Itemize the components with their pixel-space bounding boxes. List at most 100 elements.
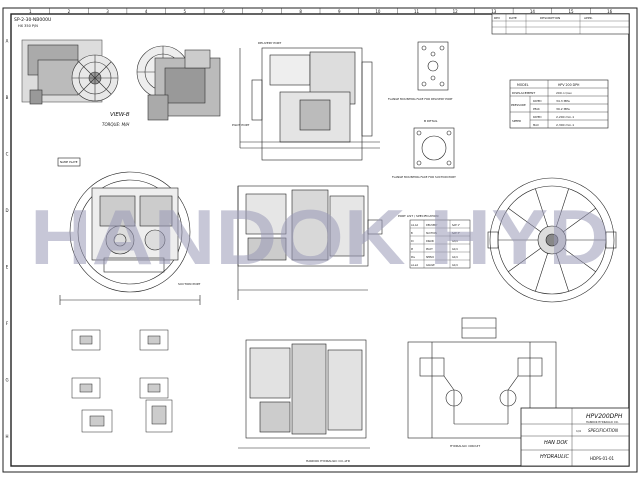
port-cell: SERVO xyxy=(426,256,434,259)
flange-delivery-label: FLANGE MOUNTING FACE FOR DELIVERY PORT xyxy=(388,97,453,101)
spec-table: MODEL HPV 200 DPH DISPLACEMENT 200 cc/re… xyxy=(509,79,609,129)
port-cell: DRAIN xyxy=(426,240,434,243)
isometric-view-right xyxy=(136,45,221,121)
pulley-spoke xyxy=(563,247,596,272)
spec-head-model: MODEL xyxy=(517,83,529,87)
column-number: 7 xyxy=(261,9,264,14)
spec-cell: PEAK xyxy=(533,107,540,111)
row-letter: E xyxy=(6,264,9,269)
view-label: VIEW-B xyxy=(110,112,130,118)
row-letters: A B C D E F G H xyxy=(5,38,8,439)
pulley-spoke xyxy=(563,208,596,233)
column-number: 13 xyxy=(491,9,497,14)
column-number: 3 xyxy=(106,9,109,14)
spec-cell: DISPLACEMENT xyxy=(512,91,535,95)
company-name-2: HYDRAULIC xyxy=(540,454,569,460)
rev-head: APPR. xyxy=(584,16,593,20)
front-view-left xyxy=(57,157,201,305)
row-letter: F xyxy=(6,321,9,326)
port-cell: Dr xyxy=(411,240,414,243)
suction-port-label: SUCTION PORT xyxy=(178,282,201,286)
front-view-right xyxy=(487,177,617,303)
port-table: PORT LIST / SPECIFICATION A1,A2 DELIVERY… xyxy=(398,214,471,269)
model-sub: HANDOK HYDRAULIC CO. xyxy=(586,420,619,424)
hydraulic-circuit-label: HYDRAULIC CIRCUIT xyxy=(450,444,480,448)
spec-cell: SPEED xyxy=(512,119,521,123)
side-view-middle xyxy=(237,185,383,300)
scale: 1/4 xyxy=(576,429,581,433)
port-cell: DELIVERY xyxy=(426,224,438,227)
revision-block: REV DATE DESCRIPTION APPR. xyxy=(491,13,630,35)
row-letter: A xyxy=(6,38,9,43)
spec-cell: 34.3 MPa xyxy=(556,99,570,103)
column-number: 4 xyxy=(145,9,148,14)
port-cell: a1-a4 xyxy=(411,264,418,267)
column-number: 9 xyxy=(338,9,341,14)
side-view-top xyxy=(239,47,380,161)
bottom-view xyxy=(238,339,370,449)
column-number: 16 xyxy=(607,9,613,14)
hydraulic-circuit-diagram xyxy=(407,317,557,439)
pulley-spoke xyxy=(508,247,541,272)
column-number: 1 xyxy=(29,9,32,14)
port-cell: G1/4 xyxy=(452,264,458,267)
port-cell: G3/4 xyxy=(452,240,458,243)
port-list-title: PORT LIST / SPECIFICATION xyxy=(398,214,438,218)
column-number: 10 xyxy=(375,9,381,14)
port-cell: Pi xyxy=(411,248,413,251)
port-cell: SUCTION xyxy=(426,232,437,235)
drawing-number: HDPS-01-01 xyxy=(590,456,615,461)
flange-delivery-diagram xyxy=(417,41,449,91)
column-number: 8 xyxy=(299,9,302,14)
spec-cell: RATED xyxy=(533,99,542,103)
spec-cell: 2,300 min-1 xyxy=(556,123,574,127)
title-block: HPV200DPH HANDOK HYDRAULIC CO. 1/4 SPECI… xyxy=(520,407,630,467)
isometric-view-left xyxy=(21,39,119,105)
spec-cell: 2,200 min-1 xyxy=(556,115,574,119)
port-cell: A1,A2 xyxy=(411,224,419,227)
port-cell: PILOT xyxy=(426,248,433,251)
port-cell: SAE 3" xyxy=(452,232,460,235)
column-number: 2 xyxy=(68,9,71,14)
section-details xyxy=(71,329,173,433)
company-name-1: HAN DOK xyxy=(544,440,568,446)
spec-cell: 200 cc/rev xyxy=(556,91,572,95)
rev-head: REV xyxy=(494,16,501,20)
spec-head-value: HPV 200 DPH xyxy=(558,83,580,87)
drawing-code: SP-2-30-NB000U xyxy=(14,17,51,23)
column-number: 6 xyxy=(222,9,225,14)
copyright-line: HANDOK HYDRAULIC CO.,LTD xyxy=(306,459,351,463)
rev-head: DATE xyxy=(509,16,517,20)
model-number: HPV200DPH xyxy=(586,413,623,420)
row-letter: G xyxy=(5,377,8,382)
port-cell: G1/4 xyxy=(452,248,458,251)
spec-cell: 39.2 MPa xyxy=(556,107,570,111)
port-cell: B xyxy=(411,232,413,235)
spec-cell: PRESSURE xyxy=(511,103,526,107)
column-number: 14 xyxy=(530,9,536,14)
view-sub: TORQUE: M/H xyxy=(102,122,129,127)
document-title: SPECIFICATION xyxy=(588,428,618,433)
drawing-code-sub: HX 350 P/N xyxy=(18,24,38,28)
row-letter: D xyxy=(5,208,8,213)
pulley-spoke xyxy=(556,188,569,227)
row-letter: C xyxy=(6,151,9,156)
pulley-spoke xyxy=(556,253,569,292)
delivery-port-label: DELIVERY PORT xyxy=(258,41,281,45)
column-number: 12 xyxy=(453,9,459,14)
row-letter: B xyxy=(6,95,9,100)
column-number: 15 xyxy=(569,9,575,14)
row-letter: H xyxy=(5,434,8,439)
rev-head: DESCRIPTION xyxy=(540,16,560,20)
port-cell: Psv xyxy=(411,256,416,259)
pulley-spoke xyxy=(535,253,548,292)
watermark-text: HANDOK HYD xyxy=(30,193,610,281)
pulley-spoke xyxy=(508,208,541,233)
port-cell: G1/4 xyxy=(452,256,458,259)
spec-cell: MAX xyxy=(533,123,539,127)
flange-suction-diagram xyxy=(413,127,455,169)
spec-cell: RATED xyxy=(533,115,542,119)
pulley-spoke xyxy=(535,188,548,227)
port-cell: GAUGE xyxy=(426,264,435,267)
